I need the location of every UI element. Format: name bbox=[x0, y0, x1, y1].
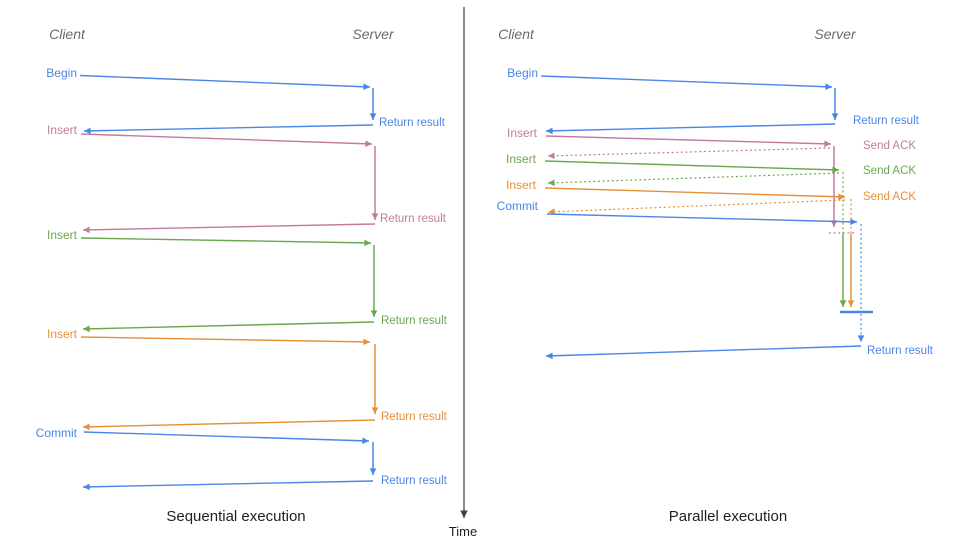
par-insert3-request-arrow bbox=[544, 187, 846, 201]
par-insert1-ack-label: Send ACK bbox=[863, 140, 916, 152]
seq-insert2-return-arrow bbox=[82, 321, 375, 333]
par-begin-label: Begin bbox=[507, 66, 538, 80]
seq-commit-return-arrow bbox=[82, 480, 374, 491]
seq-server-header: Server bbox=[352, 26, 395, 42]
seq-insert1-response-label: Return result bbox=[380, 213, 447, 225]
seq-message-commit: Commit Return result bbox=[36, 426, 448, 491]
par-insert2-ack-arrow bbox=[547, 172, 840, 187]
seq-insert3-request-arrow bbox=[80, 336, 371, 346]
seq-insert1-label: Insert bbox=[47, 123, 78, 137]
par-message-insert-3: Insert Send ACK bbox=[506, 178, 916, 307]
seq-commit-request-arrow bbox=[83, 431, 370, 445]
seq-insert3-response-label: Return result bbox=[381, 411, 448, 423]
par-begin-request-arrow bbox=[540, 75, 833, 91]
par-insert1-request-arrow bbox=[545, 135, 832, 148]
seq-insert1-request-arrow bbox=[80, 133, 373, 148]
seq-message-begin: Begin Return result bbox=[46, 66, 446, 135]
par-message-begin: Begin Return result bbox=[507, 66, 920, 135]
seq-insert2-label: Insert bbox=[47, 228, 78, 242]
par-message-insert-1: Insert Send ACK bbox=[507, 126, 916, 234]
seq-insert2-request-arrow bbox=[80, 237, 372, 247]
par-insert3-ack-arrow bbox=[547, 199, 846, 216]
parallel-panel: Client Server Begin Return result Insert… bbox=[497, 26, 934, 525]
seq-insert3-return-arrow bbox=[82, 419, 376, 431]
seq-client-header: Client bbox=[49, 26, 86, 42]
par-insert1-ack-arrow bbox=[547, 147, 831, 160]
par-client-header: Client bbox=[498, 26, 535, 42]
parallel-panel-title: Parallel execution bbox=[669, 508, 787, 525]
seq-begin-label: Begin bbox=[46, 66, 77, 80]
seq-commit-label: Commit bbox=[36, 426, 78, 440]
seq-begin-return-arrow bbox=[83, 124, 374, 135]
seq-message-insert-1: Insert Return result bbox=[47, 123, 447, 234]
seq-insert1-return-arrow bbox=[82, 223, 376, 234]
seq-commit-response-label: Return result bbox=[381, 475, 448, 487]
par-insert2-request-arrow bbox=[544, 160, 840, 174]
seq-insert2-response-label: Return result bbox=[381, 315, 448, 327]
par-insert3-label: Insert bbox=[506, 178, 537, 192]
seq-message-insert-3: Insert Return result bbox=[47, 327, 448, 431]
par-commit-return-arrow bbox=[545, 345, 862, 360]
par-insert2-label: Insert bbox=[506, 152, 537, 166]
par-begin-response-label: Return result bbox=[853, 115, 920, 127]
par-insert1-label: Insert bbox=[507, 126, 538, 140]
seq-message-insert-2: Insert Return result bbox=[47, 228, 448, 333]
sequential-panel: Client Server Begin Return result Insert… bbox=[36, 26, 448, 525]
par-commit-response-label: Return result bbox=[867, 345, 934, 357]
par-commit-label: Commit bbox=[497, 199, 539, 213]
par-insert2-ack-label: Send ACK bbox=[863, 165, 916, 177]
seq-insert3-label: Insert bbox=[47, 327, 78, 341]
seq-begin-response-label: Return result bbox=[379, 117, 446, 129]
par-message-insert-2: Insert Send ACK bbox=[506, 152, 916, 307]
par-message-commit: Commit Return result bbox=[497, 199, 934, 360]
par-insert3-ack-label: Send ACK bbox=[863, 191, 916, 203]
time-axis-label: Time bbox=[449, 524, 477, 539]
par-begin-return-arrow bbox=[545, 123, 836, 135]
par-server-header: Server bbox=[814, 26, 857, 42]
par-commit-request-arrow bbox=[546, 213, 858, 226]
sequential-panel-title: Sequential execution bbox=[166, 508, 305, 525]
seq-begin-request-arrow bbox=[79, 74, 371, 91]
